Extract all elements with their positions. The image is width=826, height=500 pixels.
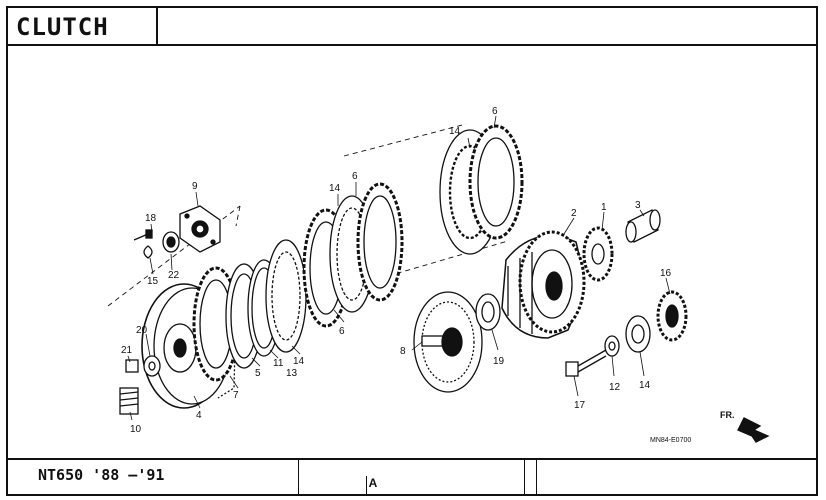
part-1-drive-sprocket [582, 226, 614, 282]
diagram-frame: CLUTCH [6, 6, 818, 496]
callout-10: 10 [130, 424, 142, 435]
callout-21: 19 [493, 356, 505, 367]
part-18-bolt [125, 359, 139, 373]
callout-18: 21 [121, 345, 133, 356]
exploded-view-svg: 14 6 14 6 2 1 3 16 9 18 15 22 20 21 10 4… [107, 106, 770, 444]
callout-14-extra: 13 [286, 368, 298, 379]
part-9-bearing-holder [179, 205, 221, 253]
callout-14-mid: 14 [329, 183, 341, 194]
callout-20: 20 [136, 325, 148, 336]
part-16-bolt [133, 229, 153, 241]
callout-3: 3 [635, 200, 641, 211]
callout-2: 2 [571, 208, 577, 219]
part-8-clutch-center [413, 291, 483, 393]
footer-divider-1 [298, 460, 299, 494]
direction-label: FR. [720, 410, 735, 420]
part-19-washer [604, 335, 620, 357]
callout-7: 7 [233, 390, 239, 401]
callout-22: 22 [168, 270, 180, 281]
callout-14-top: 14 [449, 126, 461, 137]
model-label: NT650 '88 —'91 [38, 466, 165, 484]
part-14-clutch-plate-a [265, 239, 307, 353]
callout-5: 5 [255, 368, 261, 379]
leader-lines [127, 115, 671, 421]
part-3-collar [625, 209, 661, 243]
callout-6-top: 6 [492, 106, 498, 117]
part-10-clutch-spring [119, 387, 139, 415]
title-divider [156, 8, 158, 44]
callout-19: 12 [609, 382, 621, 393]
part-12-lifter-piece [143, 245, 153, 259]
callout-labels: 14 6 14 6 2 1 3 16 9 18 15 22 20 21 10 4… [121, 106, 672, 435]
part-6-friction-disc-c [468, 124, 524, 240]
callout-8: 8 [400, 346, 406, 357]
callout-15: 14 [639, 380, 651, 391]
footer: NT650 '88 —'91 A [8, 458, 816, 494]
part-21-thrust-washer [475, 293, 501, 331]
page-title: CLUTCH [16, 13, 109, 41]
part-20-washer [143, 355, 161, 377]
front-direction-arrow [737, 417, 770, 443]
exploded-view: 14 6 14 6 2 1 3 16 9 18 15 22 20 21 10 4… [8, 46, 816, 460]
callout-4: 4 [196, 410, 202, 421]
callout-16: 18 [145, 213, 157, 224]
part-15-washer [625, 315, 651, 353]
callout-17: 17 [574, 400, 586, 411]
part-17-bolt [565, 349, 607, 377]
header: CLUTCH [8, 8, 816, 46]
callout-13: 16 [660, 268, 672, 279]
part-22-bearing [162, 231, 180, 253]
part-13-gear [656, 290, 688, 342]
callout-1: 1 [601, 202, 607, 213]
part-6-friction-disc-b [356, 182, 404, 302]
footer-divider-3 [536, 460, 537, 494]
drawing-code: MN84-E0700 [650, 437, 691, 444]
callout-9: 9 [192, 181, 198, 192]
callout-12: 15 [147, 276, 159, 287]
callout-6-low: 6 [339, 326, 345, 337]
callout-11: 11 [273, 358, 284, 369]
part-2-clutch-outer [501, 230, 586, 339]
section-letter: A [366, 476, 379, 494]
callout-6-mid: 6 [352, 171, 358, 182]
callout-14-low: 14 [293, 356, 305, 367]
footer-divider-2 [524, 460, 525, 494]
